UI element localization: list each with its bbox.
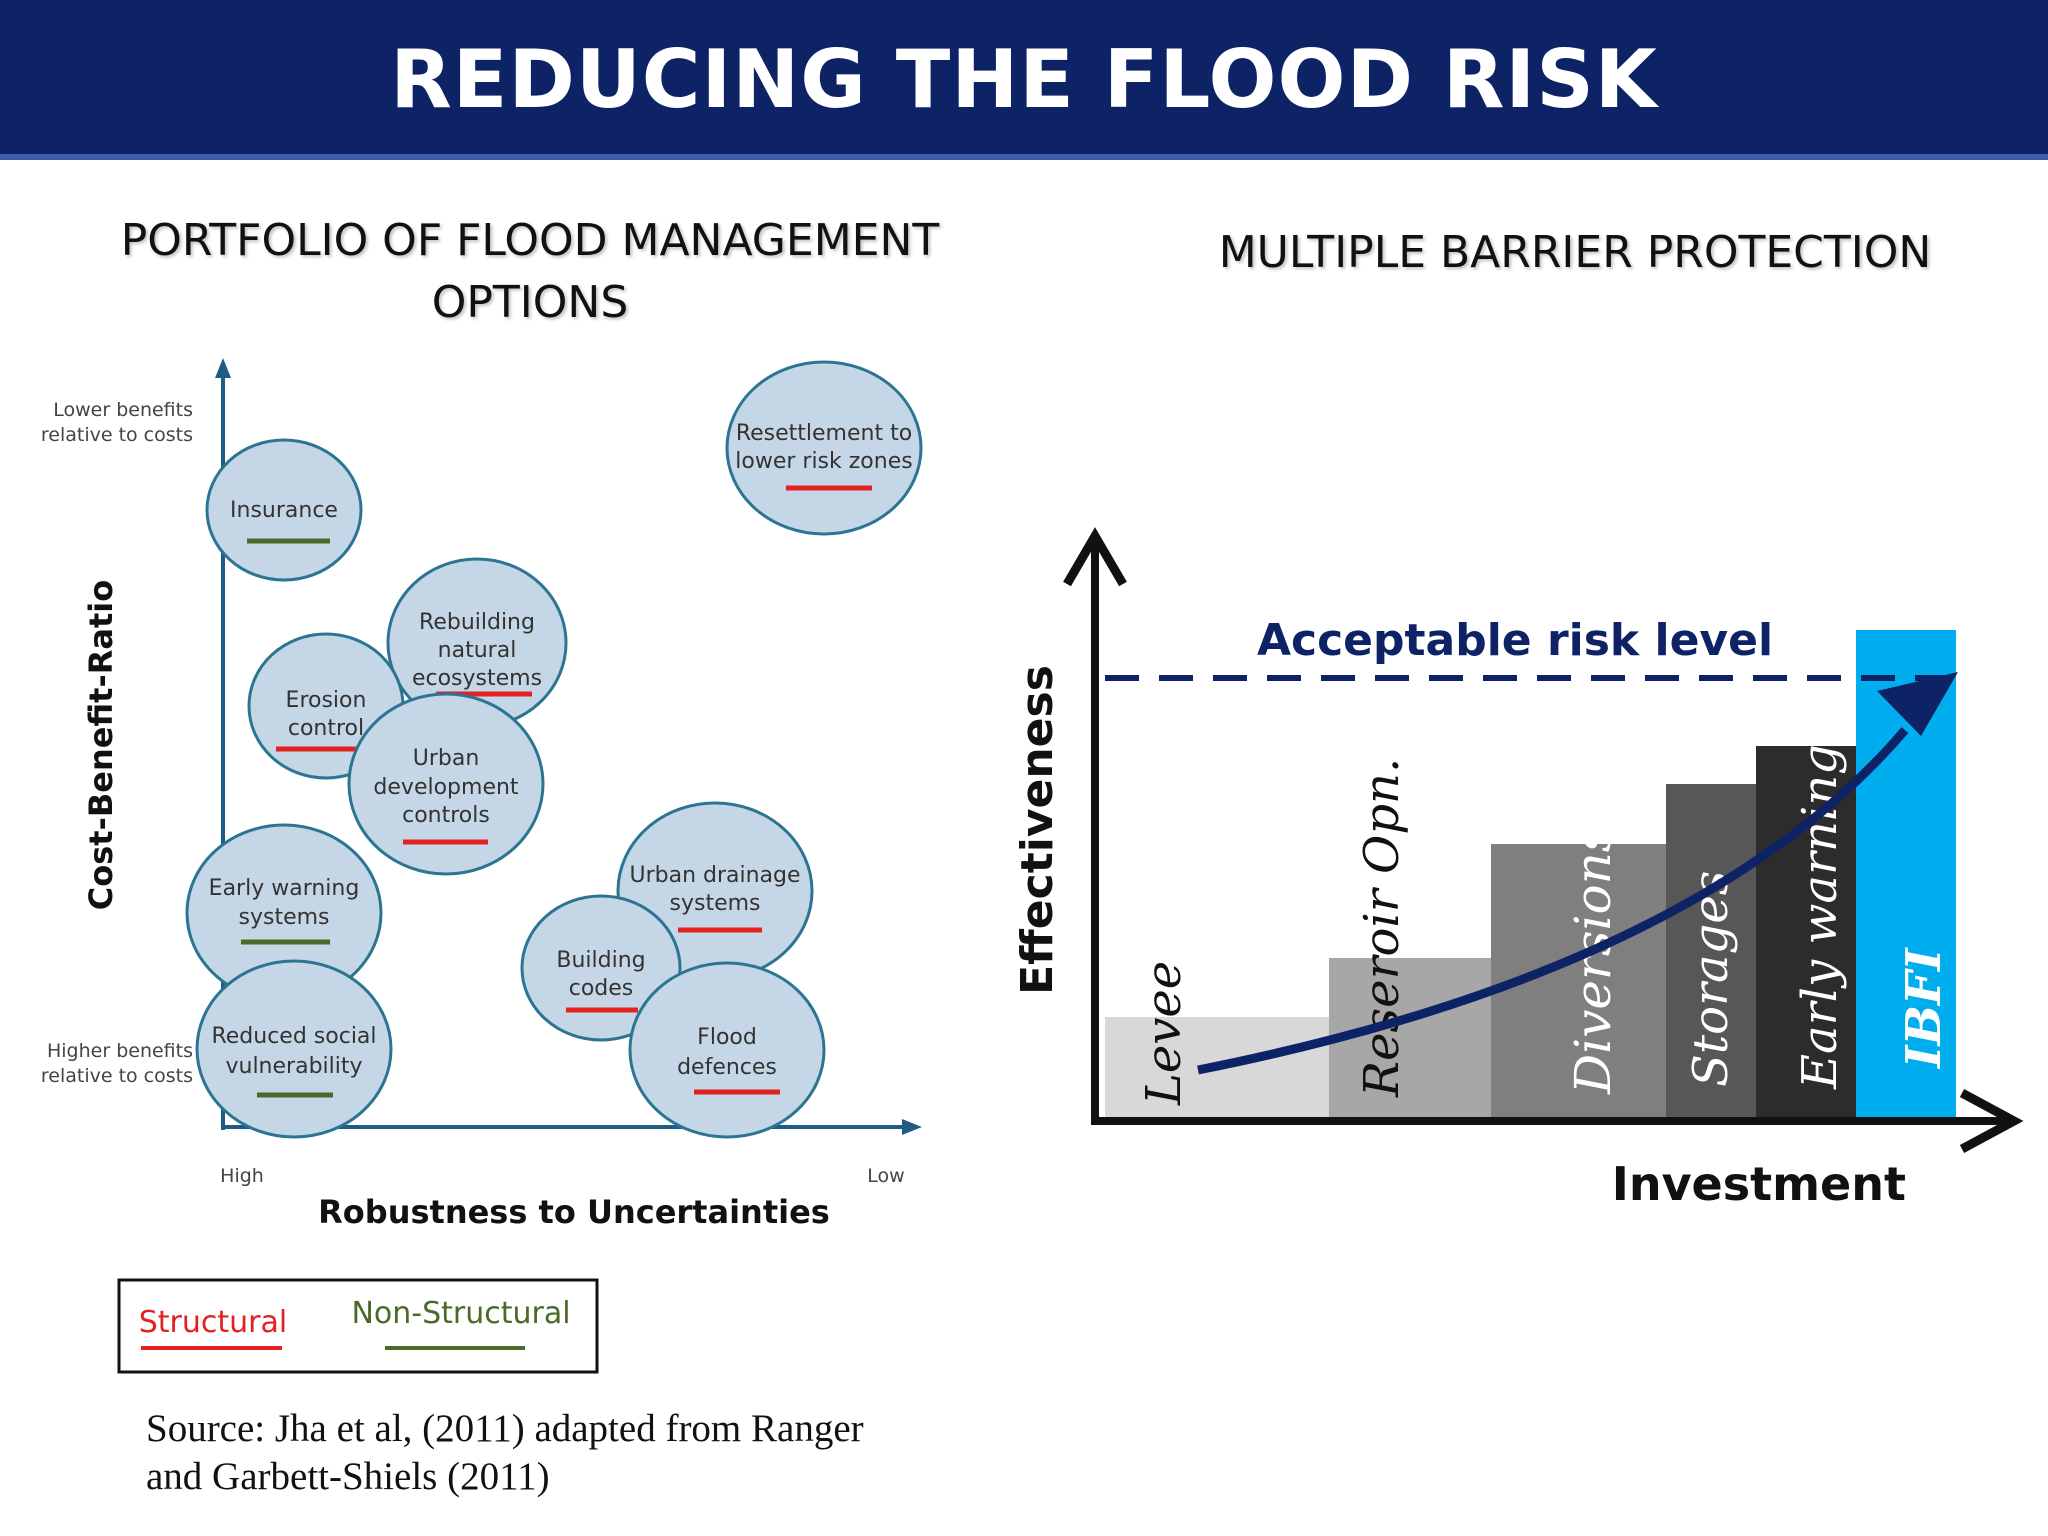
effectiveness-curve-arrowhead [1877,672,1958,736]
x-axis-arrow [902,1119,922,1135]
barrier-bar-storages [1666,784,1756,1117]
legend-non-structural-label: Non-Structural [351,1296,570,1331]
option-label: Resettlement to [736,421,912,446]
option-label: defences [677,1055,777,1080]
portfolio-diagram: Lower benefits relative to costs Higher … [41,358,923,1374]
barrier-title: MULTIPLE BARRIER PROTECTION [1218,227,1932,278]
option-label: Building [556,948,645,973]
page-title: REDUCING THE FLOOD RISK [390,33,1658,126]
x-axis-label: Investment [1612,1157,1906,1211]
effectiveness-curve [1197,727,1909,1075]
x-high-label: High [220,1165,264,1187]
barrier-bars [1105,630,1956,1117]
legend-box: Structural Non-Structural [117,1278,599,1374]
barrier-label-ibfi: IBFI [1896,947,1952,1070]
option-label: Urban [413,746,480,771]
barrier-label-storages: Storages [1683,871,1739,1087]
option-bubble-early-warning: Early warning systems [185,823,383,1003]
source-line: Source: Jha et al, (2011) adapted from R… [146,1407,864,1450]
x-axis-label: Robustness to Uncertainties [318,1193,830,1231]
option-bubble-flood-defences: Flood defences [628,961,826,1139]
option-bubble-urban-development: Urban development controls [347,692,545,876]
option-label: Reduced social [211,1024,376,1049]
option-bubble-rebuilding-ecosystems: Rebuilding natural ecosystems [386,557,568,729]
barrier-label-levee: Levee [1136,961,1192,1106]
option-label: Erosion [286,688,367,713]
y-top-label-line1: Lower benefits [53,399,193,421]
portfolio-title: PORTFOLIO OF FLOOD MANAGEMENT OPTIONS [120,215,940,328]
option-label: Flood [697,1025,757,1050]
title-bar: REDUCING THE FLOOD RISK [0,0,2048,160]
y-bottom-label-line1: Higher benefits [47,1040,193,1062]
option-label: codes [569,976,634,1001]
option-bubble-building-codes: Building codes [520,894,682,1042]
option-label: controls [402,803,490,828]
barrier-label-reservoir: Reseroir Opn. [1354,758,1410,1098]
barrier-bar-early-warning [1756,746,1856,1117]
option-label: natural [438,638,517,663]
y-axis-arrow [215,358,231,378]
option-label: Rebuilding [419,610,535,635]
y-bottom-label-line2: relative to costs [41,1065,193,1087]
option-label: development [373,775,519,800]
option-bubble-reduced-social-vulnerability: Reduced social vulnerability [195,959,393,1139]
barrier-chart: Levee Reseroir Opn. Diversions Storages … [1012,527,2024,1211]
option-bubble-insurance: Insurance [205,438,363,582]
source-line: and Garbett-Shiels (2011) [146,1455,550,1498]
option-label: Early warning [209,876,360,901]
x-low-label: Low [867,1165,904,1187]
y-top-label-line2: relative to costs [41,424,193,446]
y-axis-arrow [1063,527,1127,587]
legend-structural-label: Structural [139,1305,287,1340]
source-citation: Source: Jha et al, (2011) adapted from R… [146,1405,946,1501]
y-axis-label: Cost-Benefit-Ratio [82,580,120,910]
acceptable-risk-label: Acceptable risk level [1257,615,1773,666]
option-label: lower risk zones [735,449,912,474]
y-axis-label: Effectiveness [1012,665,1063,995]
option-label: vulnerability [225,1054,362,1079]
option-label: systems [239,905,330,930]
option-label: systems [670,891,761,916]
x-axis-arrow [1959,1089,2024,1153]
option-label: Urban drainage [629,863,800,888]
option-label: ecosystems [412,666,542,691]
option-label: Insurance [230,498,338,523]
option-label: control [288,716,364,741]
option-bubble-resettlement: Resettlement to lower risk zones [725,360,923,536]
